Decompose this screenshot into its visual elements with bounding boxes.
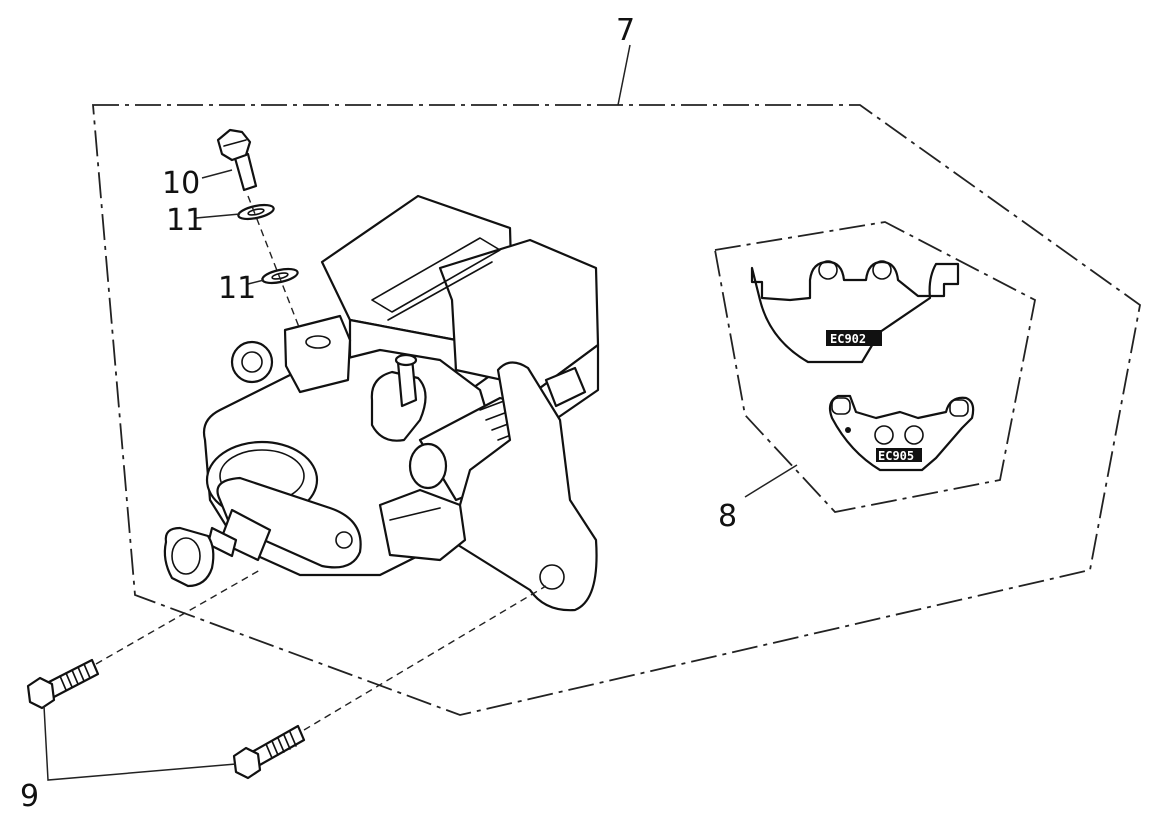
pad-code-label-upper	[826, 330, 882, 346]
bleeder-axis-line	[247, 195, 305, 341]
callout-7: 7	[616, 13, 635, 48]
washer-upper	[237, 203, 275, 221]
callout-8-leader	[744, 464, 798, 498]
callout-9-leader	[43, 705, 237, 781]
brake-pad-boundary	[713, 221, 1037, 513]
callout-11-lower: 11	[218, 271, 256, 306]
caliper-assembly-boundary	[92, 104, 1141, 716]
callout-11-lower-leader	[247, 279, 265, 285]
bleeder-bolt	[216, 128, 258, 192]
callout-8: 8	[718, 499, 737, 534]
caliper-body	[163, 194, 600, 612]
mounting-bolt-upper	[26, 658, 100, 710]
callout-10: 10	[162, 166, 200, 201]
mounting-bolt-lower-axis	[303, 585, 547, 731]
brake-pad-upper: EC902	[750, 260, 960, 364]
callout-11-upper: 11	[166, 203, 204, 238]
mounting-bolt-lower	[232, 724, 306, 780]
pad-code-upper: EC902	[830, 332, 866, 346]
callout-7-leader	[617, 44, 631, 106]
callout-10-leader	[201, 169, 233, 179]
callout-11-upper-leader	[195, 213, 241, 219]
callout-9: 9	[20, 779, 39, 814]
brake-pad-lower: EC905	[828, 394, 975, 472]
mounting-bolt-upper-axis	[95, 569, 261, 665]
washer-lower	[261, 267, 299, 285]
pad-code-label-lower	[876, 448, 922, 462]
pad-code-lower: EC905	[878, 449, 914, 463]
